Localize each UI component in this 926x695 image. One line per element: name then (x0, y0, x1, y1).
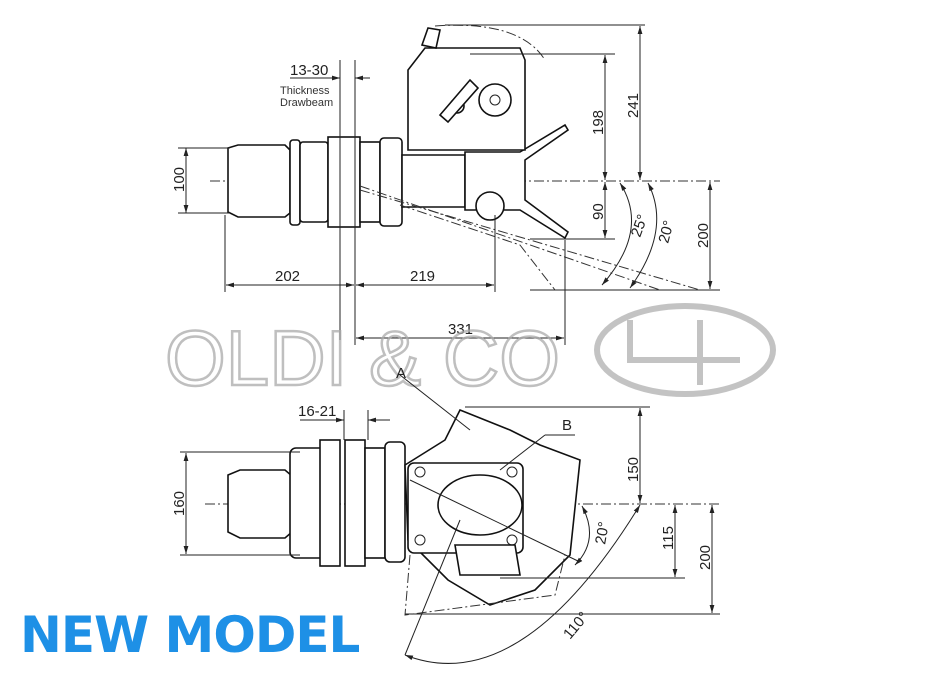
dim-thickness-bottom: 16-21 (298, 403, 336, 420)
label-a: A (396, 365, 406, 382)
dim-219: 219 (410, 268, 435, 285)
watermark: OLDI & CO (164, 303, 776, 403)
rear-cap (227, 469, 293, 539)
dim-160: 160 (171, 491, 188, 516)
rear-cap (227, 144, 291, 218)
watermark-logo (594, 303, 776, 397)
dim-241: 241 (625, 93, 642, 118)
dim-thickness-top: 13-30 (290, 62, 328, 79)
angle-20-bottom: 20° (592, 520, 613, 545)
angle-20-top: 20° (655, 219, 677, 245)
new-model-banner: NEW MODEL (20, 606, 360, 664)
dim-198: 198 (590, 110, 607, 135)
angle-25: 25° (628, 212, 652, 239)
dim-331: 331 (448, 321, 473, 338)
drawbeam-label: Drawbeam (280, 97, 333, 109)
dim-100: 100 (171, 167, 188, 192)
dim-150: 150 (625, 457, 642, 482)
shaft (401, 154, 466, 208)
dim-90: 90 (590, 203, 607, 220)
watermark-text: OLDI & CO (165, 314, 560, 402)
dim-200-bottom: 200 (697, 545, 714, 570)
thickness-label: Thickness (280, 85, 330, 97)
handle (420, 27, 441, 49)
dim-200-top: 200 (695, 223, 712, 248)
label-b: B (562, 417, 572, 434)
dim-115: 115 (660, 526, 677, 550)
dim-202: 202 (275, 268, 300, 285)
top-view: 13-30 Thickness Drawbeam 100 202 219 331… (171, 24, 720, 345)
